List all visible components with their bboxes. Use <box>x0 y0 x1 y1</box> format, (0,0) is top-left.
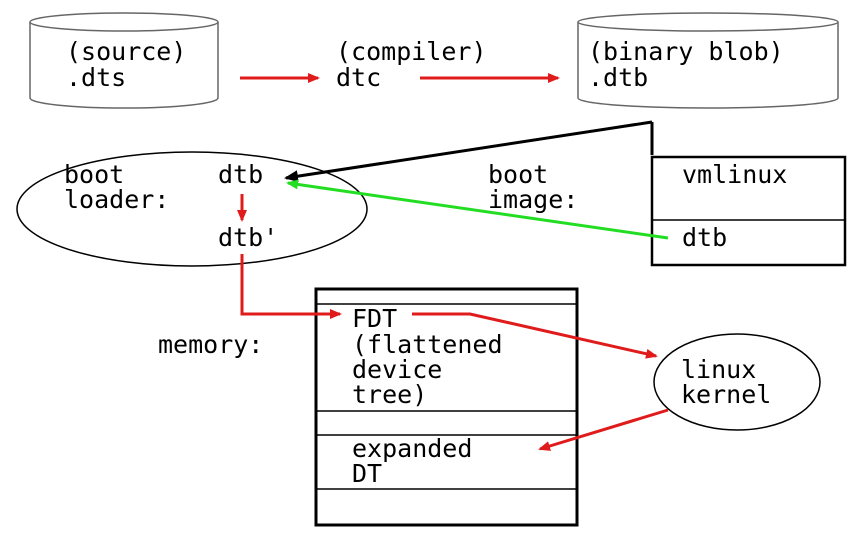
compiler-label: (compiler) <box>336 37 487 66</box>
binary-blob-label: (binary blob) <box>588 37 784 66</box>
arrow-kernel-to-expanded-dt <box>538 408 669 451</box>
memory-fdt-line4: tree) <box>352 380 427 409</box>
memory-fdt-line1: FDT <box>352 304 397 333</box>
boot-loader-ellipse <box>16 151 368 267</box>
memory-fdt-line2: (flattened <box>352 330 503 359</box>
memory-expanded-line1: expanded <box>352 434 472 463</box>
memory-fdt-line3: device <box>352 355 442 384</box>
arrow-fdt-to-kernel <box>412 312 658 359</box>
linux-kernel-line2: kernel <box>681 380 771 409</box>
compiler-name: dtc <box>336 63 381 92</box>
memory-box <box>314 287 579 527</box>
boot-image-label-line2: image: <box>488 185 578 214</box>
memory-expanded-line2: DT <box>352 459 382 488</box>
linux-kernel-line1: linux <box>681 355 756 384</box>
source-label: (source) <box>66 37 186 66</box>
boot-image-box <box>650 155 847 267</box>
linux-kernel-ellipse <box>653 333 821 431</box>
binary-blob-cylinder: (binary blob) .dtb <box>577 12 839 109</box>
boot-loader-dtb: dtb <box>218 160 263 189</box>
binary-blob-filename: .dtb <box>588 63 648 92</box>
boot-loader-label-line1: boot <box>64 160 124 189</box>
boot-loader-dtb-prime: dtb' <box>218 223 278 252</box>
arrow-bootimage-dtb-to-loader <box>286 179 669 240</box>
boot-loader-label-line2: loader: <box>64 185 169 214</box>
source-filename: .dts <box>66 63 126 92</box>
source-cylinder: (source) .dts <box>29 12 219 109</box>
boot-image-vmlinux: vmlinux <box>682 160 787 189</box>
arrow-dtb-prime-to-fdt <box>240 254 342 319</box>
boot-image-label-line1: boot <box>488 160 548 189</box>
arrow-blob-to-bootloader-dtb <box>284 120 653 183</box>
memory-label: memory: <box>158 330 263 359</box>
boot-image-dtb: dtb <box>682 223 727 252</box>
